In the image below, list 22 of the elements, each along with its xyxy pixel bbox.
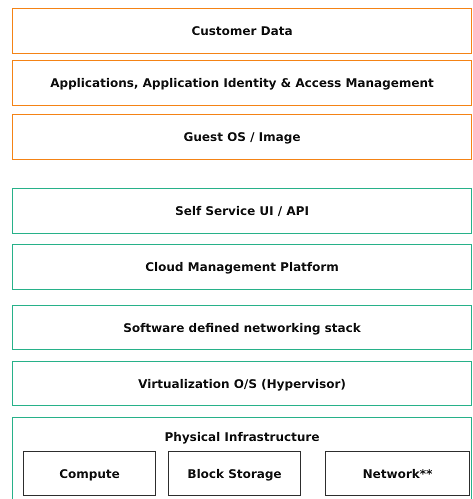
layer-label: Software defined networking stack [123,320,361,334]
component-box [325,451,470,496]
layer-panel [12,417,472,499]
layer-box [12,8,472,54]
layer-box [12,188,472,234]
component-box [23,451,156,496]
layer-label: Cloud Management Platform [145,260,339,274]
layer-label: Virtualization O/S (Hypervisor) [138,376,346,390]
component-box [168,451,301,496]
layer-label: Self Service UI / API [175,204,309,218]
layer-label: Guest OS / Image [184,130,300,144]
layer-label: Customer Data [191,24,293,38]
layer-box [12,114,472,160]
layer-title: Physical Infrastructure [164,430,320,444]
layer-box [12,60,472,106]
layer-label: Compute [59,466,120,480]
layer-label: Applications, Application Identity & Access Management [50,76,434,90]
layer-label: Network** [362,466,432,480]
layer-box [12,305,472,350]
layer-label: Block Storage [187,466,282,480]
layer-box [12,244,472,290]
layer-box [12,361,472,406]
